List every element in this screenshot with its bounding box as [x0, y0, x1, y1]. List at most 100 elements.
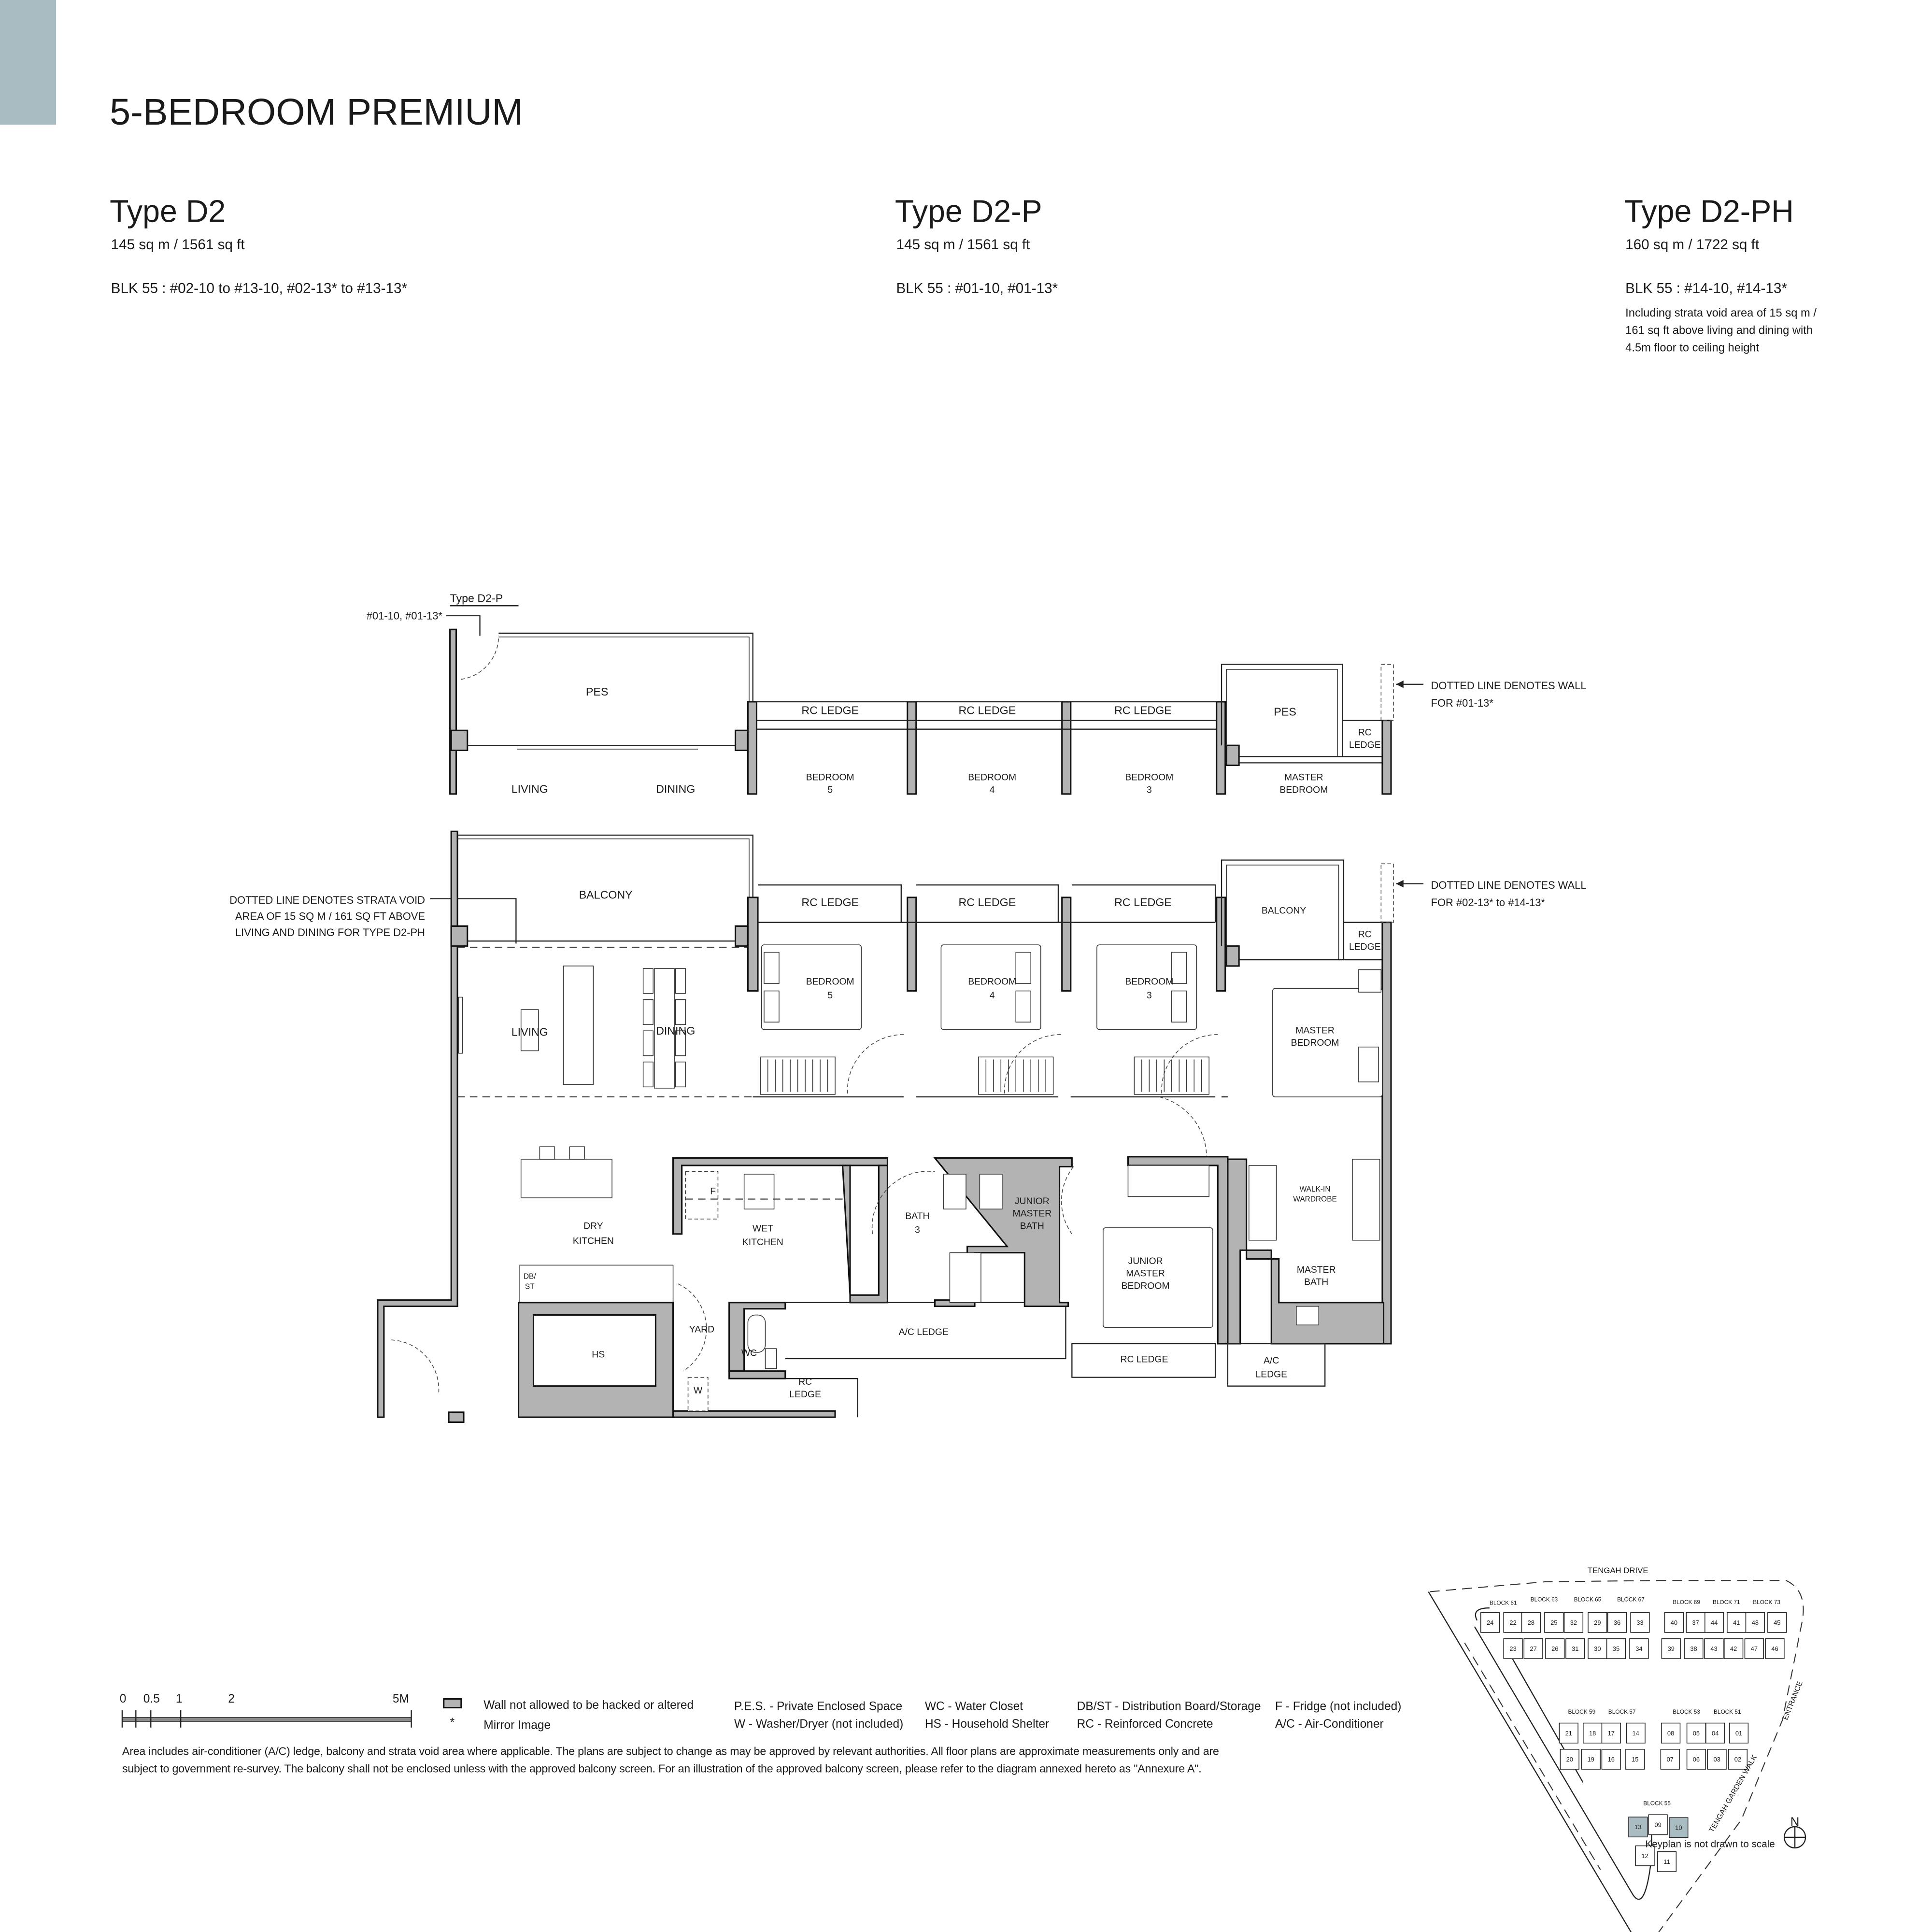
d2p-inset-plan: Type D2-P #01-10, #01-13* PES LIVING DIN… — [367, 592, 1587, 795]
strata-note: AREA OF 15 SQ M / 161 SQ FT ABOVE — [235, 910, 425, 923]
d2p-label: Type D2-P — [450, 592, 503, 604]
unit-type-area: 145 sq m / 1561 sq ft — [111, 237, 245, 253]
room-label-rc-ledge: RC LEDGE — [1114, 896, 1172, 909]
unit-type-name: Type D2 — [110, 194, 226, 228]
room-label-yard: YARD — [689, 1324, 714, 1335]
keyplan-block-label: BLOCK 61 — [1490, 1599, 1517, 1606]
keyplan-unit-number: 05 — [1693, 1730, 1700, 1737]
keyplan-unit: 18 — [1583, 1722, 1603, 1744]
room-label-junior: JUNIOR — [1015, 1196, 1050, 1207]
keyplan-unit: 37 — [1686, 1612, 1705, 1633]
keyplan-block-label: BLOCK 51 — [1714, 1708, 1741, 1715]
page-title: 5-BEDROOM PREMIUM — [110, 91, 523, 133]
room-label-master-bedroom: BEDROOM — [1279, 784, 1328, 795]
room-label-hs: HS — [592, 1349, 605, 1360]
keyplan-unit-number: 33 — [1636, 1619, 1643, 1626]
keyplan-block-label: BLOCK 71 — [1713, 1599, 1740, 1605]
room-label-bedroom-5: BEDROOM — [806, 772, 854, 782]
keyplan-unit: 16 — [1601, 1748, 1621, 1770]
keyplan-unit: 10 — [1669, 1817, 1689, 1838]
room-label-wc: WC — [741, 1348, 757, 1359]
wall-legend-swatch — [443, 1698, 462, 1709]
unit-type-d2: Type D2 145 sq m / 1561 sq ft BLK 55 : #… — [110, 194, 407, 296]
keyplan-unit-number: 07 — [1667, 1756, 1674, 1763]
room-label-ledge: LEDGE — [1349, 739, 1381, 750]
keyplan-unit-number: 02 — [1734, 1756, 1741, 1763]
keyplan-unit: 24 — [1480, 1612, 1500, 1633]
room-label-balcony: BALCONY — [1262, 906, 1307, 916]
wall-legend-text: Wall not allowed to be hacked or altered — [483, 1699, 694, 1712]
keyplan-unit: 48 — [1745, 1612, 1765, 1633]
room-label-rc-ledge: RC LEDGE — [959, 704, 1016, 717]
keyplan-unit-number: 10 — [1675, 1824, 1682, 1832]
entrance-label: ENTRANCE — [1781, 1680, 1804, 1721]
keyplan-unit: 32 — [1563, 1612, 1584, 1633]
abbreviation: HS - Household Shelter — [925, 1718, 1049, 1731]
keyplan-unit-number: 29 — [1594, 1619, 1601, 1626]
keyplan-unit-number: 45 — [1774, 1619, 1780, 1626]
keyplan-unit: 45 — [1767, 1612, 1787, 1633]
abbreviation: WC - Water Closet — [925, 1700, 1023, 1713]
keyplan-unit: 06 — [1686, 1748, 1706, 1770]
unit-type-d2-ph: Type D2-PH 160 sq m / 1722 sq ft BLK 55 … — [1624, 194, 1817, 354]
keyplan-unit-number: 12 — [1641, 1852, 1648, 1860]
room-label-bedroom-3-num: 3 — [1147, 990, 1152, 1001]
keyplan-unit: 25 — [1544, 1612, 1564, 1633]
abbreviation: RC - Reinforced Concrete — [1077, 1718, 1213, 1731]
keyplan-unit: 43 — [1704, 1638, 1724, 1659]
scale-bar: 0 0.5 1 2 5M — [120, 1692, 412, 1728]
keyplan-unit: 08 — [1661, 1722, 1681, 1744]
room-label-washer: W — [694, 1385, 703, 1396]
keyplan-disclaimer: Keyplan is not drawn to scale — [1645, 1839, 1775, 1850]
unit-type-note: 161 sq ft above living and dining with — [1625, 325, 1813, 337]
room-label-rc: RC — [1358, 929, 1372, 940]
keyplan-unit: 42 — [1724, 1638, 1744, 1659]
room-label-bath-3-num: 3 — [915, 1224, 920, 1235]
bedroom-furniture — [760, 944, 904, 1095]
keyplan-unit: 19 — [1581, 1748, 1601, 1770]
keyplan-block-label: BLOCK 65 — [1574, 1596, 1602, 1603]
keyplan-unit: 47 — [1744, 1638, 1764, 1659]
keyplan-unit-number: 34 — [1635, 1645, 1642, 1652]
room-label-rc-ledge: RC LEDGE — [1121, 1354, 1168, 1365]
main-floor-plan: DOTTED LINE DENOTES STRATA VOID AREA OF … — [229, 830, 1587, 1423]
bedroom-furniture — [940, 944, 1061, 1095]
keyplan-unit-number: 23 — [1509, 1645, 1516, 1652]
keyplan-unit: 44 — [1705, 1612, 1724, 1633]
keyplan-unit-number: 26 — [1551, 1645, 1558, 1652]
unit-type-name: Type D2-P — [895, 194, 1042, 228]
keyplan-unit-number: 03 — [1713, 1756, 1720, 1763]
room-label-master-bath: BATH — [1304, 1277, 1328, 1288]
keyplan-unit: 02 — [1728, 1748, 1748, 1770]
road-label-tengah-drive: TENGAH DRIVE — [1588, 1566, 1648, 1575]
room-label-wet-kitchen: KITCHEN — [742, 1237, 783, 1248]
room-label-dry: DRY — [583, 1221, 603, 1232]
north-arrow-icon — [1784, 1826, 1806, 1848]
keyplan-unit-number: 35 — [1613, 1645, 1619, 1652]
keyplan-unit-number: 27 — [1530, 1645, 1536, 1652]
unit-type-units: BLK 55 : #14-10, #14-13* — [1625, 280, 1787, 296]
north-label: N — [1790, 1816, 1800, 1829]
scale-tick: 2 — [228, 1692, 235, 1705]
wall-note-bottom: FOR #02-13* to #14-13* — [1431, 896, 1546, 909]
keyplan-unit: 28 — [1521, 1612, 1541, 1633]
keyplan-unit: 03 — [1707, 1748, 1727, 1770]
keyplan-unit-number: 32 — [1570, 1619, 1577, 1626]
keyplan-unit: 34 — [1629, 1638, 1649, 1659]
keyplan-block-label: BLOCK 73 — [1753, 1599, 1780, 1605]
room-label-living: LIVING — [511, 1026, 548, 1038]
room-label-bedroom-4-num: 4 — [990, 990, 995, 1001]
keyplan-unit: 22 — [1503, 1612, 1523, 1633]
keyplan-unit: 20 — [1560, 1748, 1579, 1770]
keyplan-unit-number: 28 — [1528, 1619, 1534, 1626]
footnote: Area includes air-conditioner (A/C) ledg… — [122, 1745, 1219, 1758]
keyplan-unit-number: 06 — [1693, 1756, 1700, 1763]
mirror-symbol: * — [450, 1716, 455, 1729]
keyplan-block-label: BLOCK 69 — [1673, 1599, 1700, 1605]
room-label-dining: DINING — [656, 1024, 695, 1037]
room-label-bedroom-4-num: 4 — [990, 784, 995, 795]
keyplan-unit-number: 20 — [1566, 1756, 1573, 1763]
keyplan-unit-number: 08 — [1667, 1730, 1674, 1737]
keyplan-unit-number: 22 — [1509, 1619, 1516, 1626]
keyplan-unit-number: 24 — [1487, 1619, 1493, 1626]
